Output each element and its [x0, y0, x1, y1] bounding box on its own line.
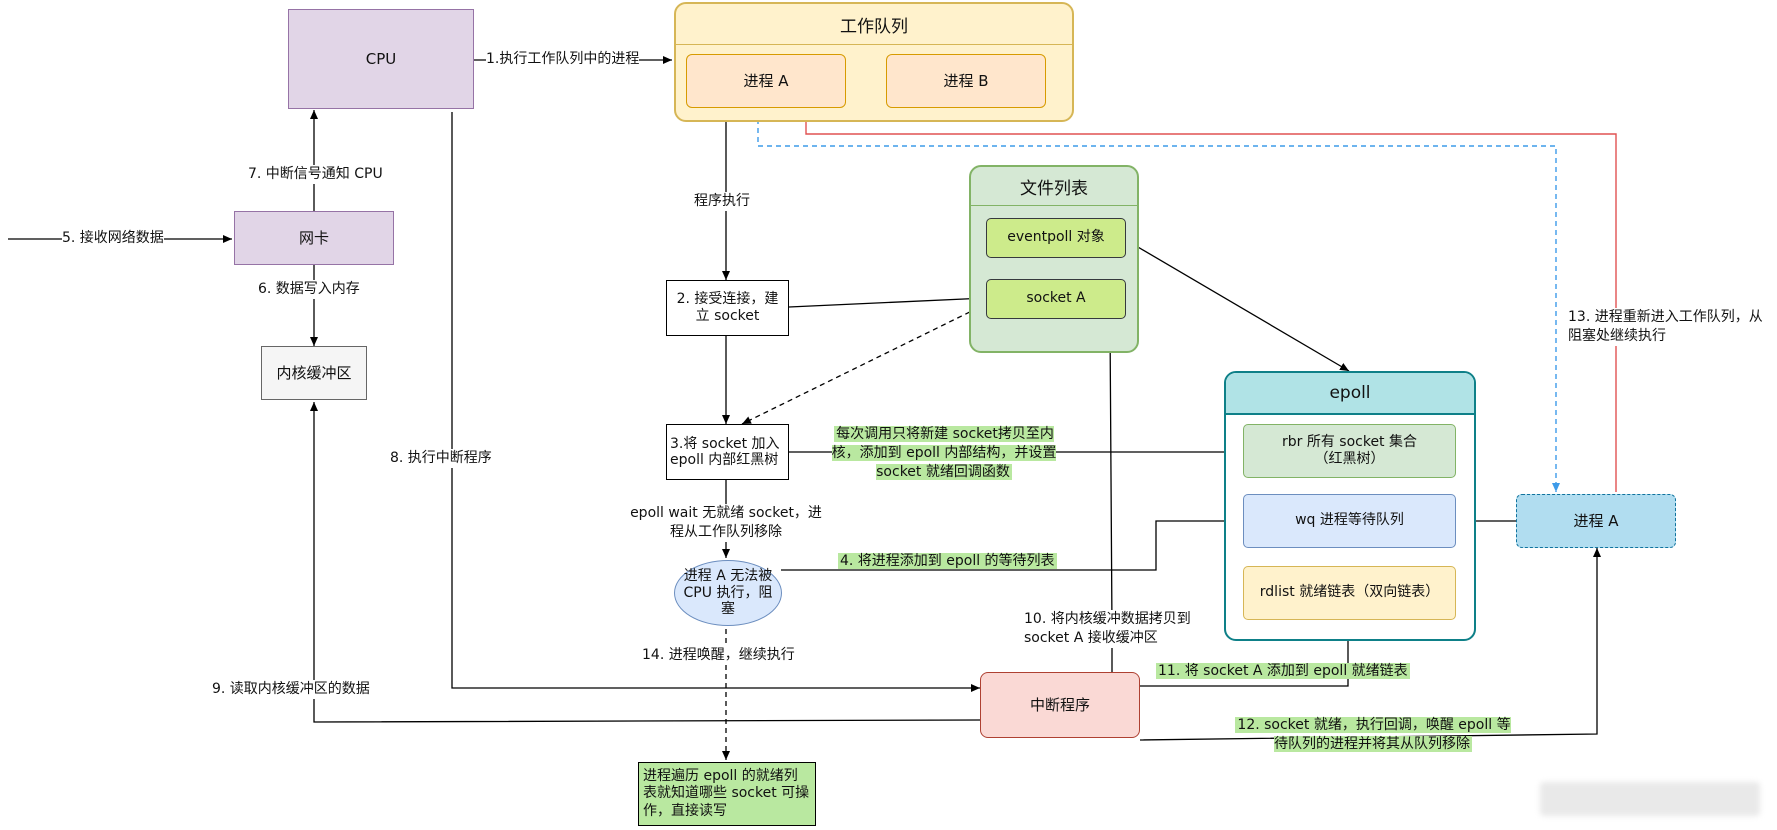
label-step10: 10. 将内核缓冲数据拷贝到 socket A 接收缓冲区 — [1024, 610, 1202, 648]
label-epoll-wait: epoll wait 无就绪 socket，进程从工作队列移除 — [630, 504, 822, 542]
accept-node: 2. 接受连接，建立 socket — [666, 280, 789, 336]
add-to-epoll-label: 3.将 socket 加入 epoll 内部红黑树 — [670, 435, 780, 468]
process-a-right-node: 进程 A — [1516, 494, 1676, 548]
rdlist-label: rdlist 就绪链表（双向链表） — [1259, 584, 1440, 601]
label-step12-text: 12. socket 就绪，执行回调，唤醒 epoll 等待队列的进程并将其从队… — [1235, 717, 1511, 752]
edge-eventpoll-to-epoll — [1125, 239, 1350, 372]
wq-label: wq 进程等待队列 — [1295, 512, 1404, 529]
edge-accept-to-socket — [788, 294, 987, 308]
interrupt-label: 中断程序 — [1029, 695, 1090, 714]
file-list-container: 文件列表 — [969, 165, 1139, 353]
label-step12: 12. socket 就绪，执行回调，唤醒 epoll 等待队列的进程并将其从队… — [1232, 716, 1514, 754]
process-b-label: 进程 B — [943, 71, 989, 90]
kernel-buffer-node: 内核缓冲区 — [261, 346, 367, 400]
socket-a-node: socket A — [986, 279, 1126, 319]
label-step7: 7. 中断信号通知 CPU — [248, 165, 383, 184]
kernel-buffer-label: 内核缓冲区 — [276, 363, 352, 382]
wq-node: wq 进程等待队列 — [1243, 494, 1456, 548]
edge-interrupt-to-buffer — [310, 402, 981, 723]
eventpoll-node: eventpoll 对象 — [986, 218, 1126, 258]
blocked-process-node: 进程 A 无法被 CPU 执行，阻塞 — [674, 560, 782, 626]
process-a-right-label: 进程 A — [1573, 511, 1619, 530]
traverse-label: 进程遍历 epoll 的就绪列表就知道哪些 socket 可操作，直接读写 — [643, 767, 810, 819]
label-step9: 9. 读取内核缓冲区的数据 — [212, 680, 370, 699]
traverse-node: 进程遍历 epoll 的就绪列表就知道哪些 socket 可操作，直接读写 — [638, 762, 816, 826]
eventpoll-label: eventpoll 对象 — [1007, 229, 1105, 246]
label-copy-note: 每次调用只将新建 socket拷贝至内核，添加到 epoll 内部结构，并设置 … — [827, 425, 1061, 482]
label-copy-note-text: 每次调用只将新建 socket拷贝至内核，添加到 epoll 内部结构，并设置 … — [831, 426, 1057, 480]
epoll-title: epoll — [1226, 373, 1474, 413]
process-b-node: 进程 B — [886, 54, 1046, 108]
edge-cpu-to-interrupt — [451, 112, 980, 692]
interrupt-node: 中断程序 — [980, 672, 1140, 738]
cpu-label: CPU — [365, 49, 397, 68]
nic-node: 网卡 — [234, 211, 394, 265]
label-step1: 1.执行工作队列中的进程 — [486, 50, 640, 69]
watermark-blur — [1540, 782, 1760, 816]
label-step4: 4. 将进程添加到 epoll 的等待列表 — [838, 552, 1057, 571]
label-step5: 5. 接收网络数据 — [62, 229, 164, 248]
rbr-label: rbr 所有 socket 集合（红黑树） — [1281, 433, 1418, 468]
add-to-epoll-node: 3.将 socket 加入 epoll 内部红黑树 — [666, 424, 789, 480]
process-a-label: 进程 A — [743, 71, 789, 90]
blocked-process-label: 进程 A 无法被 CPU 执行，阻塞 — [683, 567, 773, 618]
cpu-node: CPU — [288, 9, 474, 109]
edge-procA-to-right-dashed — [757, 110, 1560, 492]
label-step14: 14. 进程唤醒，继续执行 — [642, 646, 795, 665]
label-program-exec: 程序执行 — [694, 192, 750, 211]
label-step8: 8. 执行中断程序 — [390, 449, 492, 468]
rbr-node: rbr 所有 socket 集合（红黑树） — [1243, 424, 1456, 478]
edge-interrupt-to-rdlist — [1140, 620, 1352, 687]
nic-label: 网卡 — [298, 228, 329, 247]
label-step11: 11. 将 socket A 添加到 epoll 就绪链表 — [1156, 662, 1410, 681]
label-step11-text: 11. 将 socket A 添加到 epoll 就绪链表 — [1156, 663, 1410, 679]
work-queue-title: 工作队列 — [840, 16, 908, 37]
socket-a-label: socket A — [1026, 290, 1086, 307]
file-list-title: 文件列表 — [1020, 178, 1088, 199]
accept-label: 2. 接受连接，建立 socket — [676, 290, 779, 325]
process-a-node: 进程 A — [686, 54, 846, 108]
label-step13: 13. 进程重新进入工作队列，从阻塞处继续执行 — [1568, 308, 1764, 346]
label-step6: 6. 数据写入内存 — [258, 280, 360, 299]
label-step4-text: 4. 将进程添加到 epoll 的等待列表 — [838, 553, 1057, 569]
edge-blocked-to-wq — [781, 517, 1240, 571]
edge-socket-to-add-dashed — [741, 303, 987, 425]
rdlist-node: rdlist 就绪链表（双向链表） — [1243, 566, 1456, 620]
